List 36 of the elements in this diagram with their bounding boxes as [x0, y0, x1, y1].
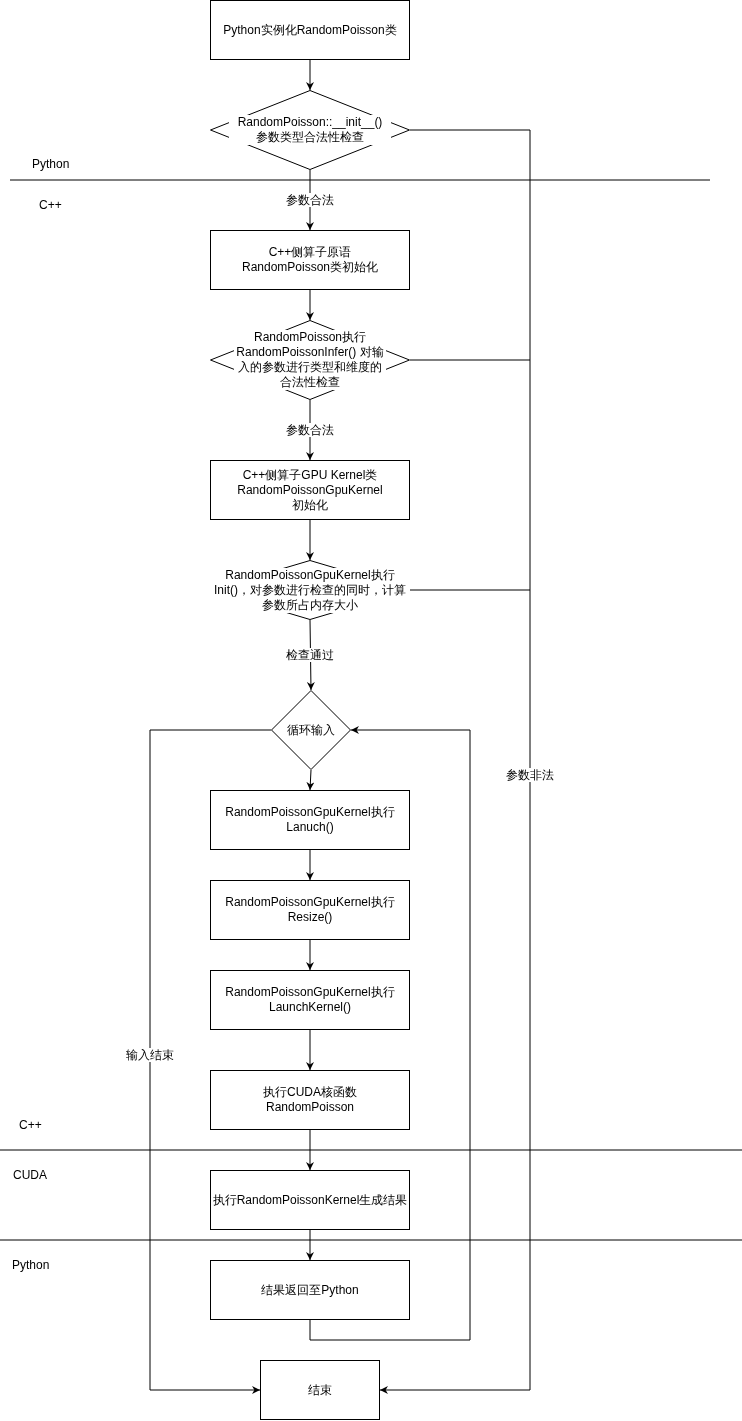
arrow	[306, 1029, 314, 1071]
arrow	[306, 1129, 314, 1171]
process-box: C++侧算子GPU Kernel类 RandomPoissonGpuKernel 初始化	[210, 460, 410, 520]
arrow	[306, 939, 314, 971]
process-box: RandomPoissonGpuKernel执行 Lanuch()	[210, 790, 410, 850]
process-box: RandomPoissonGpuKernel执行 LaunchKernel()	[210, 970, 410, 1030]
process-box: 结果返回至Python	[210, 1260, 410, 1320]
process-box: C++侧算子原语 RandomPoisson类初始化	[210, 230, 410, 290]
arrow	[309, 726, 471, 1341]
edge-label: 输入结束	[126, 1048, 174, 1062]
lane-label: C++	[19, 1118, 42, 1132]
arrow	[306, 769, 315, 791]
process-box: 执行RandomPoissonKernel生成结果	[210, 1170, 410, 1230]
process-box: 结束	[260, 1360, 380, 1420]
decision-diamond: RandomPoisson执行 RandomPoissonInfer() 对输入的参数进行类型和维度的合法性检查	[210, 320, 410, 400]
edge-label: 参数合法	[286, 193, 334, 207]
decision-diamond: RandomPoissonGpuKernel执行 Init()，对参数进行检查的同时，计算参数所占内存大小	[210, 560, 410, 620]
arrow	[306, 1229, 314, 1261]
process-box: 执行CUDA核函数 RandomPoisson	[210, 1070, 410, 1130]
decision-diamond: RandomPoisson::__init__() 参数类型合法性检查	[210, 90, 410, 170]
lane-label: Python	[32, 157, 70, 171]
arrow	[306, 519, 314, 561]
arrow	[306, 289, 314, 321]
decision-diamond: 循环输入	[271, 690, 351, 770]
arrow	[306, 849, 314, 881]
lane-label: Python	[12, 1258, 50, 1272]
arrow	[149, 729, 272, 1394]
edge-label: 参数合法	[286, 423, 334, 437]
lane-label: C++	[39, 198, 62, 212]
process-box: RandomPoissonGpuKernel执行 Resize()	[210, 880, 410, 940]
process-box: Python实例化RandomPoisson类	[210, 0, 410, 60]
arrow	[306, 59, 314, 91]
edge-label: 参数非法	[506, 768, 554, 782]
edge-label: 检查通过	[286, 648, 334, 662]
lane-label: CUDA	[13, 1168, 47, 1182]
arrow	[379, 129, 531, 1394]
